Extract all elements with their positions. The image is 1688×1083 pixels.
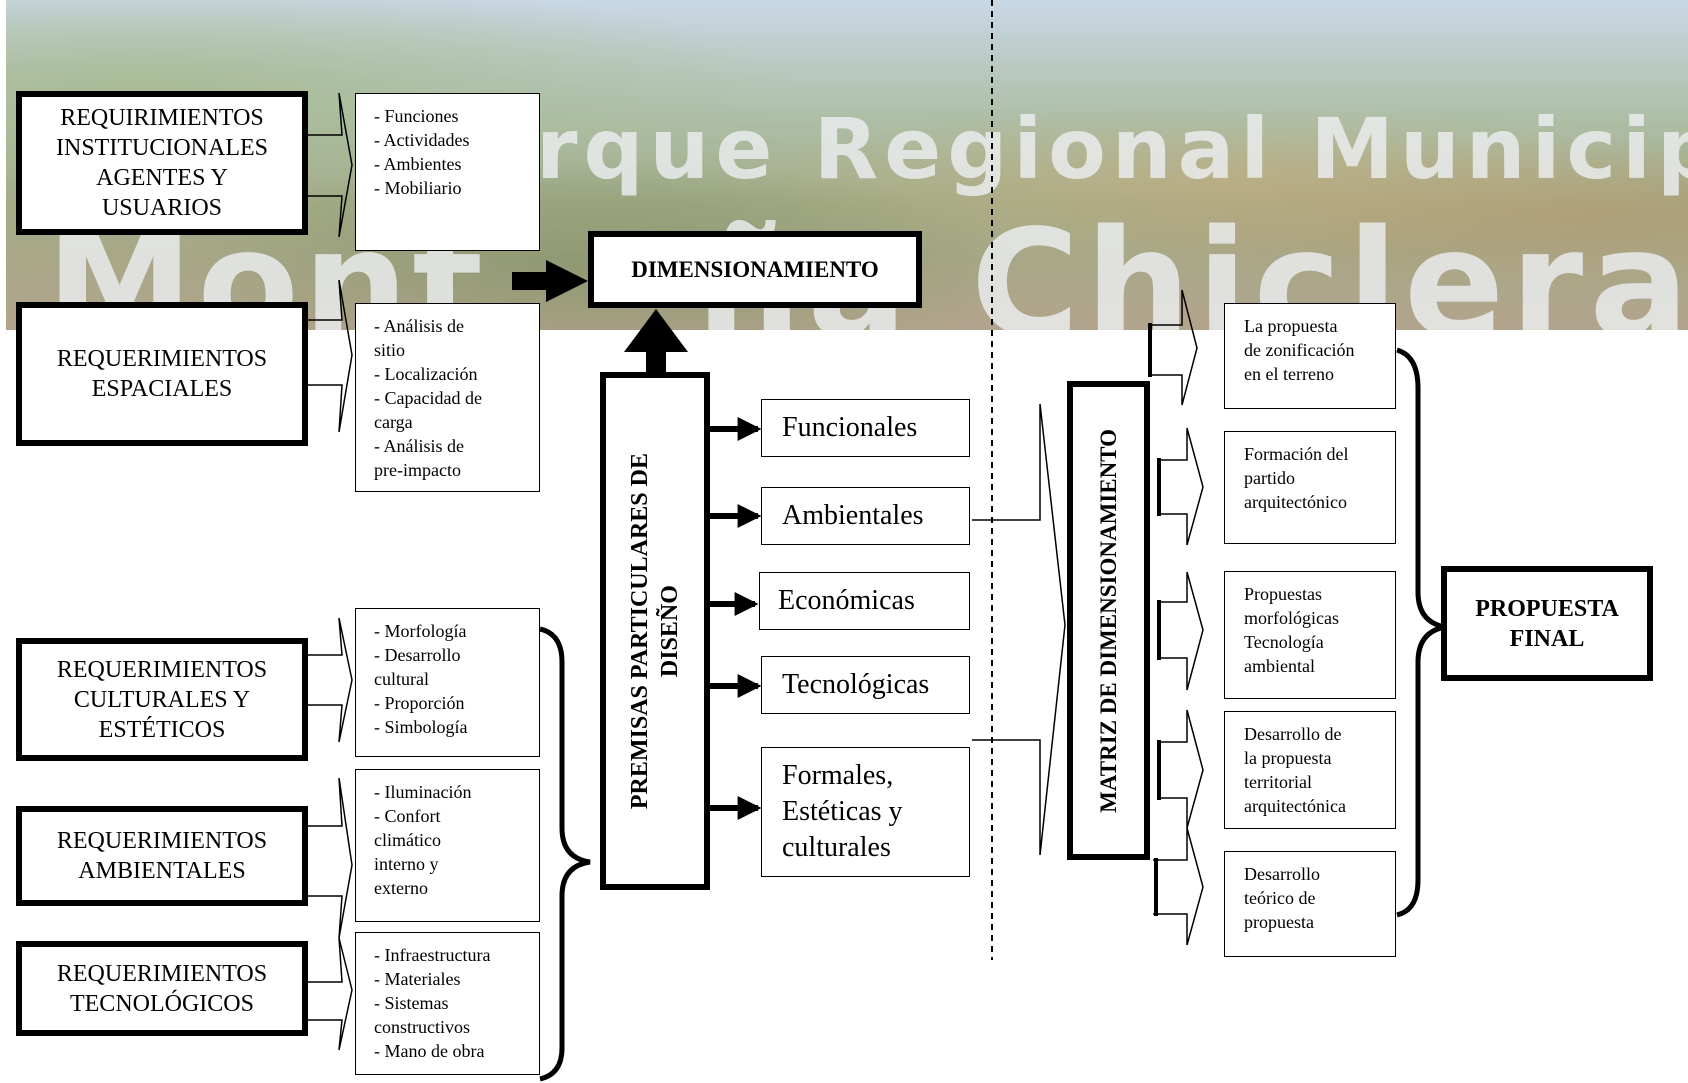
park-banner-background: rque Regional Municipal Mont ña Chiclera: [6, 0, 1688, 330]
premisa-label: Tecnológicas: [782, 669, 930, 700]
items-to-matriz-arrow: [972, 403, 1066, 856]
requirement-tecnologicos: REQUERIMIENTOS TECNOLÓGICOS: [16, 941, 308, 1036]
premisas-label: PREMISAS PARTICULARES DE DISEÑO: [627, 452, 683, 810]
premisa-tecnologicas: Tecnológicas: [761, 656, 970, 714]
outcome-morfologicas: Propuestas morfológicas Tecnología ambie…: [1224, 571, 1396, 699]
details-text: - Funciones - Actividades - Ambientes - …: [374, 106, 470, 198]
banner-title-line1: rque Regional Municipal: [536, 100, 1688, 198]
requirement-details-tecnologicos: - Infraestructura - Materiales - Sistema…: [355, 932, 540, 1075]
premisa-economicas: Económicas: [759, 572, 970, 630]
outcome-text: La propuesta de zonificación en el terre…: [1244, 316, 1355, 384]
requirement-title: REQUIRIMIENTOS INSTITUCIONALES AGENTES Y…: [56, 105, 268, 221]
outcome-partido: Formación del partido arquitectónico: [1224, 431, 1396, 544]
matriz-label: MATRIZ DE DIMENSIONAMIENTO: [1095, 428, 1121, 813]
requirement-details-institucionales: - Funciones - Actividades - Ambientes - …: [355, 93, 540, 251]
matriz-box: MATRIZ DE DIMENSIONAMIENTO: [1067, 381, 1150, 860]
requirement-title: REQUERIMIENTOS CULTURALES Y ESTÉTICOS: [56, 656, 268, 743]
requirement-open-arrows: [306, 92, 353, 1051]
premisas-item-arrows: [708, 417, 762, 820]
requirement-institucionales: REQUIRIMIENTOS INSTITUCIONALES AGENTES Y…: [16, 91, 308, 235]
dimensionamiento-label: DIMENSIONAMIENTO: [631, 256, 879, 282]
outcome-text: Propuestas morfológicas Tecnología ambie…: [1244, 584, 1339, 676]
requirement-details-culturales: - Morfología - Desarrollo cultural - Pro…: [355, 608, 540, 757]
premisas-box: PREMISAS PARTICULARES DE DISEÑO: [600, 372, 710, 890]
propuesta-final-label: PROPUESTA FINAL: [1475, 595, 1619, 652]
propuesta-final-box: PROPUESTA FINAL: [1441, 566, 1653, 681]
requirement-title: REQUERIMIENTOS TECNOLÓGICOS: [56, 960, 268, 1017]
outcome-text: Desarrollo de la propuesta territorial a…: [1244, 724, 1346, 816]
details-text: - Infraestructura - Materiales - Sistema…: [374, 945, 491, 1061]
premisa-label: Formales, Estéticas y culturales: [782, 760, 903, 863]
matriz-to-outcome-arrows: [1148, 289, 1204, 946]
dimensionamiento-box: DIMENSIONAMIENTO: [588, 231, 922, 308]
outcome-teorico: Desarrollo teórico de propuesta: [1224, 851, 1396, 957]
outcome-text: Desarrollo teórico de propuesta: [1244, 864, 1320, 932]
matriz-arrow-stems: [1148, 323, 1161, 916]
outcome-text: Formación del partido arquitectónico: [1244, 444, 1349, 512]
premisa-funcionales: Funcionales: [761, 399, 970, 457]
arrow-premisas-to-dimensionamiento: [624, 309, 688, 374]
premisa-label: Funcionales: [782, 412, 918, 443]
premisa-label: Económicas: [778, 585, 915, 616]
premisa-formales: Formales, Estéticas y culturales: [761, 747, 970, 877]
arrow-to-dimensionamiento: [512, 260, 588, 302]
details-text: - Morfología - Desarrollo cultural - Pro…: [374, 621, 468, 737]
details-text: - Iluminación - Confort climático intern…: [374, 782, 472, 898]
outcome-territorial: Desarrollo de la propuesta territorial a…: [1224, 711, 1396, 829]
outcomes-brace: [1396, 347, 1446, 918]
requirement-title: REQUERIMIENTOS AMBIENTALES: [56, 828, 268, 884]
requirement-title: REQUERIMIENTOS ESPACIALES: [56, 346, 268, 402]
requirement-ambientales: REQUERIMIENTOS AMBIENTALES: [16, 806, 308, 906]
lower-requirements-brace: [539, 626, 591, 1082]
premisa-label: Ambientales: [782, 500, 924, 531]
outcome-zonificacion: La propuesta de zonificación en el terre…: [1224, 303, 1396, 409]
premisa-ambientales: Ambientales: [761, 487, 970, 545]
requirement-culturales: REQUERIMIENTOS CULTURALES Y ESTÉTICOS: [16, 638, 308, 761]
requirement-details-ambientales: - Iluminación - Confort climático intern…: [355, 769, 540, 922]
requirement-espaciales: REQUERIMIENTOS ESPACIALES: [16, 302, 308, 446]
details-text: - Análisis de sitio - Localización - Cap…: [374, 316, 482, 480]
requirement-details-espaciales: - Análisis de sitio - Localización - Cap…: [355, 303, 540, 492]
